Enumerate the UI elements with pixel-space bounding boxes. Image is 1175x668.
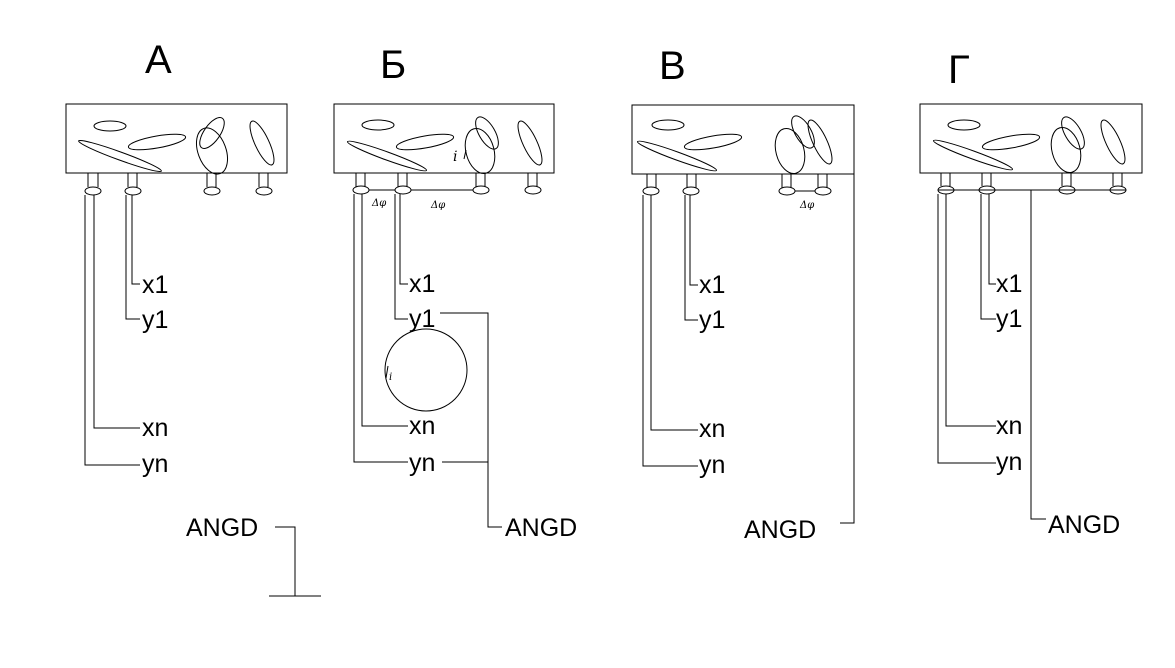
panel-b-delta-phi-label-2: Δφ — [430, 200, 445, 211]
ellipse-icon — [933, 139, 1013, 171]
electrode-icon — [84, 186, 102, 196]
ellipse-icon — [249, 120, 275, 166]
electrode-icon — [814, 186, 832, 196]
panel-b-angd-label: ANGD — [505, 514, 577, 542]
panel-b: Б i Δφ Δφ — [333, 43, 577, 542]
ellipse-icon — [78, 139, 162, 173]
ellipse-icon — [361, 119, 395, 131]
panel-v-yn-label: yn — [699, 451, 725, 479]
panel-a-y1-label: y1 — [142, 306, 168, 334]
ellipse-icon — [791, 115, 815, 149]
panel-v: В Δφ x1 y1 — [631, 44, 855, 544]
panel-g-letter: Г — [948, 48, 970, 92]
panel-v-ellipses — [637, 115, 833, 175]
panel-v-y1-label: y1 — [699, 306, 725, 334]
panel-b-electrodes — [352, 173, 542, 195]
ellipse-icon — [807, 119, 833, 165]
ellipse-icon — [199, 117, 225, 149]
ellipse-icon — [981, 133, 1041, 151]
ellipse-icon — [195, 127, 229, 175]
panel-a-box — [65, 103, 288, 174]
panel-a-ellipses — [78, 117, 275, 175]
ellipse-icon — [1100, 119, 1126, 165]
panel-b-box — [333, 103, 555, 174]
electrode-icon — [642, 186, 660, 196]
panel-g-y1-label: y1 — [996, 305, 1022, 333]
panel-b-y1-label: y1 — [409, 305, 435, 333]
arrow-icon — [463, 149, 467, 160]
ellipse-icon — [774, 127, 806, 175]
panel-v-wires — [642, 174, 855, 524]
electrode-icon — [255, 186, 273, 196]
panel-g-wires — [937, 190, 1046, 520]
panel-v-electrodes — [642, 174, 832, 196]
panel-a: А x1 y1 xn — [65, 38, 321, 597]
electrode-icon — [203, 186, 221, 196]
panel-g-box — [919, 103, 1143, 174]
panel-v-delta-phi-label: Δφ — [799, 200, 814, 211]
electrode-icon — [352, 185, 370, 195]
panel-b-current-i-label: i — [453, 149, 457, 165]
ellipse-icon — [517, 120, 543, 166]
panel-g-ellipses — [933, 116, 1126, 174]
ellipse-icon — [1061, 116, 1085, 150]
panel-a-x1-label: x1 — [142, 271, 168, 299]
panel-a-electrodes — [84, 173, 273, 196]
panel-b-ellipses — [347, 116, 543, 175]
panel-b-xn-label: xn — [409, 412, 435, 440]
panel-v-letter: В — [659, 44, 686, 88]
ellipse-icon — [347, 140, 427, 172]
ellipse-icon — [947, 119, 981, 131]
panel-g-yn-label: yn — [996, 448, 1022, 476]
ellipse-icon — [93, 120, 127, 132]
panel-g: Г x1 y1 xn — [919, 48, 1143, 539]
panel-v-x1-label: x1 — [699, 271, 725, 299]
electrode-icon — [778, 186, 796, 196]
panel-a-angd-label: ANGD — [186, 514, 258, 542]
panel-b-x1-label: x1 — [409, 270, 435, 298]
panel-a-yn-label: yn — [142, 450, 168, 478]
ellipse-icon — [475, 116, 499, 150]
panel-g-x1-label: x1 — [996, 270, 1022, 298]
ellipse-icon — [683, 133, 743, 151]
arrow-icon — [385, 365, 389, 379]
panel-a-wires — [84, 195, 321, 597]
panel-v-angd-label: ANGD — [744, 516, 816, 544]
ellipse-icon — [464, 127, 496, 175]
panel-g-angd-label: ANGD — [1048, 511, 1120, 539]
electrode-icon — [124, 186, 142, 196]
panel-b-loop-i-label: i — [389, 372, 392, 383]
panel-v-xn-label: xn — [699, 415, 725, 443]
electrode-icon — [682, 186, 700, 196]
ellipse-icon — [127, 133, 187, 151]
ellipse-icon — [1050, 126, 1082, 174]
panel-g-xn-label: xn — [996, 412, 1022, 440]
ellipse-icon — [651, 119, 685, 131]
panel-a-letter: А — [145, 38, 172, 82]
panel-b-letter: Б — [380, 43, 406, 87]
panel-b-wires — [353, 194, 502, 528]
electrode-icon — [394, 185, 412, 195]
panel-g-electrodes — [937, 173, 1127, 195]
current-loop-circle — [384, 328, 468, 412]
electrode-icon — [472, 185, 490, 195]
ellipse-icon — [395, 133, 455, 151]
ellipse-icon — [637, 140, 717, 172]
panel-a-xn-label: xn — [142, 414, 168, 442]
panel-b-delta-phi-label-1: Δφ — [371, 198, 386, 209]
panel-v-box — [631, 104, 855, 175]
electrode-icon — [524, 185, 542, 195]
panel-b-yn-label: yn — [409, 449, 435, 477]
